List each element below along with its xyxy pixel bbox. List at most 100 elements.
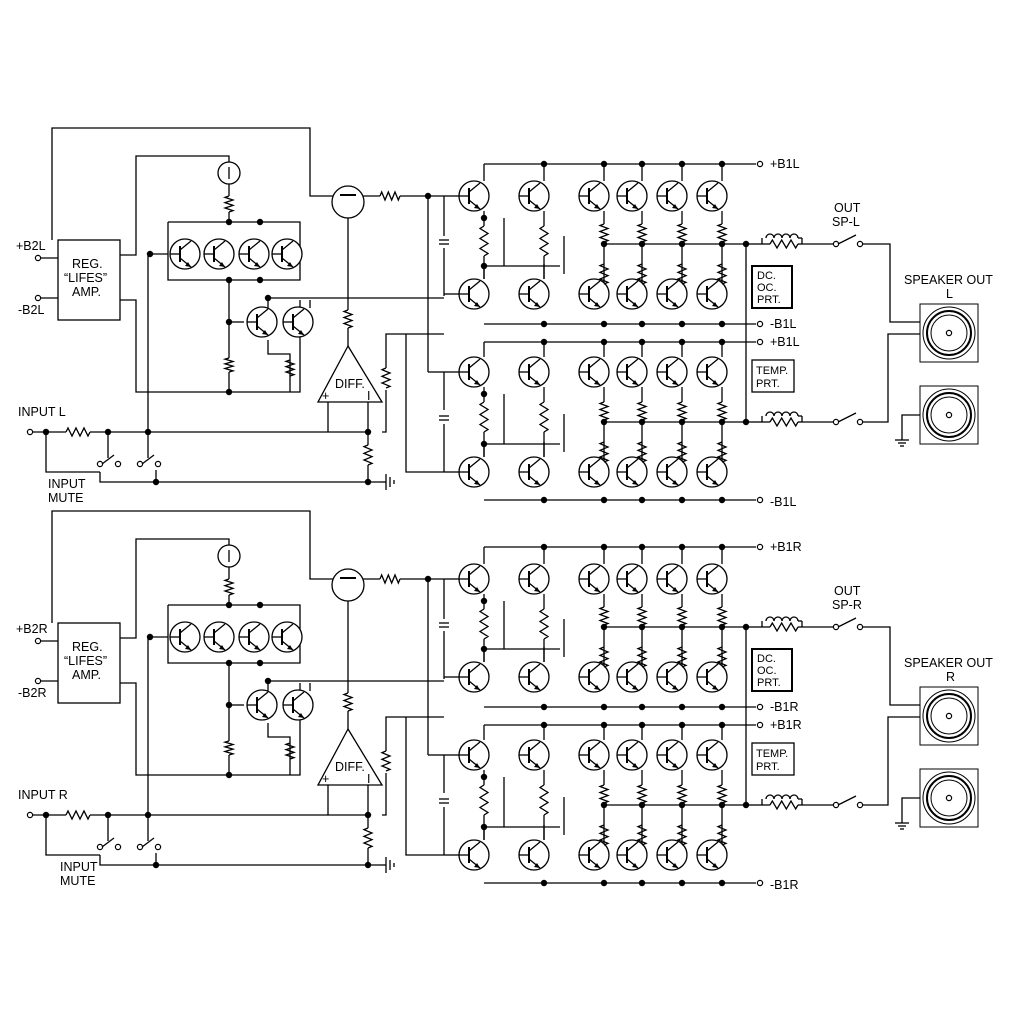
transistor [282,689,314,721]
diff-amp-triangle [316,727,384,786]
resistor [222,195,236,213]
junction-dot [718,496,726,504]
transistor [518,661,550,693]
junction-dot [718,721,726,729]
transistor [656,278,688,310]
transistor [458,356,490,388]
junction-dot [540,320,548,328]
temp-protection-box [751,742,795,776]
junction-dot [480,773,488,781]
terminal [136,843,144,851]
junction-dot [540,496,548,504]
resistor [478,401,490,433]
junction-dot [600,160,608,168]
resistor [716,606,728,626]
resistor [598,784,610,804]
resistor [769,799,799,811]
junction-dot [144,428,152,436]
diff-minus-label: I [367,389,370,403]
terminal [832,418,840,426]
transistor [458,661,490,693]
diff-amp-label: DIFF. [335,377,365,391]
resistor [65,809,91,821]
terminal [34,637,42,645]
junction-dot [600,801,608,809]
resistor [716,441,728,463]
supply-minus-label: -B2L [18,303,44,317]
terminal [756,338,764,346]
junction-dot [540,879,548,887]
junction-dot [540,721,548,729]
wire [167,604,301,664]
out-label-line1: OUT [834,584,861,598]
transistor [616,456,648,488]
transistor [518,180,550,212]
transistor [518,839,550,871]
junction-dot [42,811,50,819]
junction-dot [678,879,686,887]
transistor [656,456,688,488]
junction-dot [600,879,608,887]
dc-protection-line2: OC. [757,665,777,677]
terminal [34,254,42,262]
resistor [676,646,688,668]
wire [167,221,301,281]
transistor [458,839,490,871]
terminal [756,543,764,551]
input-label: INPUT L [18,405,66,419]
terminal [136,460,144,468]
transistor [518,739,550,771]
terminal [96,460,104,468]
diff-minus-label: I [367,772,370,786]
junction-dot [678,543,686,551]
mute-label-line2: MUTE [48,491,83,505]
transistor [616,563,648,595]
transistor [169,621,201,653]
resistor [636,606,648,626]
resistor [598,263,610,285]
junction-dot [364,861,372,869]
resistor [598,441,610,463]
resistor [380,750,392,772]
resistor [716,824,728,846]
resistor [769,621,799,633]
wire [382,773,387,816]
junction-dot [42,428,50,436]
junction-dot [718,338,726,346]
junction-dot [718,418,726,426]
resistor [636,401,648,421]
switch-contact [837,234,857,245]
speaker [919,768,979,828]
resistor [716,401,728,421]
transistor [458,180,490,212]
terminal [756,703,764,711]
junction-dot [638,320,646,328]
junction-dot [146,633,154,641]
components [26,160,979,504]
supply-minus-label: -B2R [18,686,46,700]
mute-label-line1: INPUT [60,860,98,874]
junction-dot [600,543,608,551]
wire [267,297,444,308]
junction-dot [678,320,686,328]
resistor [478,784,490,816]
terminal [26,811,34,819]
wire [120,155,230,256]
reg-block-line3: AMP. [72,285,101,299]
input-label: INPUT R [18,788,68,802]
junction-dot [718,320,726,328]
temp-protection-line2: PRT. [756,378,780,390]
resistor [636,824,648,846]
temp-protection-line2: PRT. [756,761,780,773]
transistor [271,238,303,270]
junction-dot [480,390,488,398]
supply-plus-label: +B2L [16,239,46,253]
resistor [598,606,610,626]
switch-contact [837,412,857,423]
junction-dot [152,861,160,869]
wiring [32,510,948,884]
resistor [342,309,354,329]
junction-dot [678,160,686,168]
inductor [765,794,799,800]
terminal [756,320,764,328]
